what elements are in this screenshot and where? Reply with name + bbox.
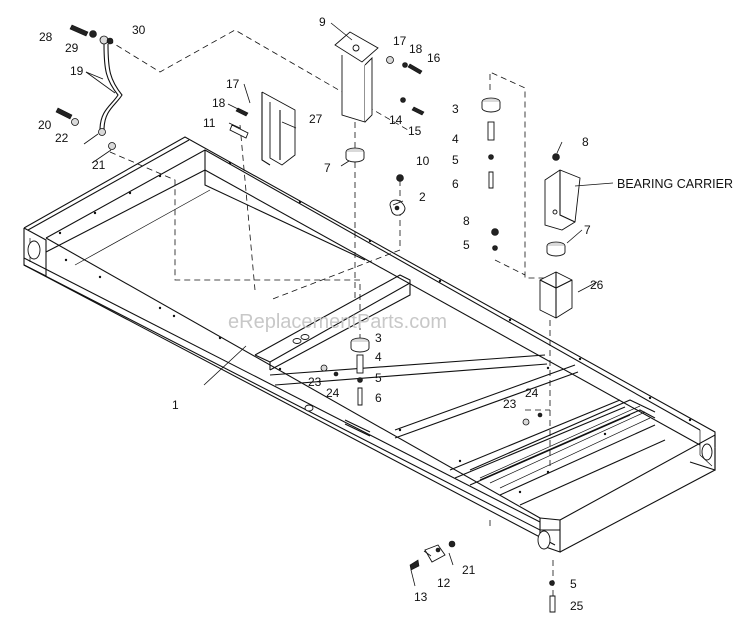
- label-15: 15: [408, 124, 422, 138]
- label-13: 13: [414, 590, 428, 604]
- label-5-right: 5: [452, 153, 459, 167]
- label-9: 9: [319, 15, 326, 29]
- label-21-bottom: 21: [462, 563, 476, 577]
- label-16: 16: [427, 51, 441, 65]
- label-11: 11: [203, 116, 216, 130]
- label-24-right: 24: [525, 386, 539, 400]
- label-25: 25: [570, 599, 584, 613]
- label-6-right: 6: [452, 177, 459, 191]
- label-22: 22: [55, 131, 69, 145]
- label-8-top: 8: [582, 135, 589, 149]
- part-7-isolator: [345, 147, 365, 163]
- label-4-right: 4: [452, 132, 459, 146]
- label-18-left: 18: [212, 96, 226, 110]
- label-18-top: 18: [409, 42, 423, 56]
- label-5-mid: 5: [463, 238, 470, 252]
- watermark: eReplacementParts.com: [228, 311, 447, 333]
- part-number-labels: 28 29 30 19 20 22 21 9 17 18 16 14 15 7 …: [38, 15, 604, 613]
- label-26: 26: [590, 278, 604, 292]
- bottom-hardware: [409, 540, 556, 613]
- label-23-right: 23: [503, 397, 517, 411]
- label-6-lower: 6: [375, 391, 382, 405]
- label-1: 1: [172, 398, 179, 412]
- label-5-lower: 5: [375, 371, 382, 385]
- part-2-clamp: [389, 174, 406, 216]
- isolator-stack-right: [481, 97, 501, 189]
- label-7-top: 7: [324, 161, 331, 175]
- isolator-stack-middle: [320, 337, 543, 426]
- assembly-lines: [107, 29, 554, 600]
- label-17-top: 17: [393, 34, 407, 48]
- bearing-carrier-assembly: [491, 153, 581, 319]
- label-10: 10: [416, 154, 430, 168]
- label-24-mid: 24: [326, 386, 340, 400]
- label-12: 12: [437, 576, 451, 590]
- label-2: 2: [419, 190, 426, 204]
- part-27-bracket: [229, 91, 296, 166]
- label-3-right: 3: [452, 102, 459, 116]
- label-30: 30: [132, 23, 146, 37]
- label-17-left: 17: [226, 77, 240, 91]
- label-4-mid: 4: [375, 350, 382, 364]
- label-8-mid: 8: [463, 214, 470, 228]
- label-28: 28: [39, 30, 53, 44]
- label-20: 20: [38, 118, 52, 132]
- label-21-top: 21: [92, 158, 106, 172]
- label-3-mid: 3: [375, 331, 382, 345]
- label-23-mid: 23: [308, 375, 322, 389]
- label-14: 14: [389, 113, 403, 127]
- frame-assembly: [23, 136, 716, 553]
- bearing-carrier-label: BEARING CARRIER: [617, 177, 733, 191]
- label-29: 29: [65, 41, 79, 55]
- part-9-bracket: [334, 31, 425, 123]
- label-27: 27: [309, 112, 323, 126]
- leader-lines: [83, 22, 614, 587]
- label-7-right: 7: [584, 223, 591, 237]
- label-5-bottom: 5: [570, 577, 577, 591]
- label-19: 19: [70, 64, 84, 78]
- hose-assembly: [55, 24, 123, 150]
